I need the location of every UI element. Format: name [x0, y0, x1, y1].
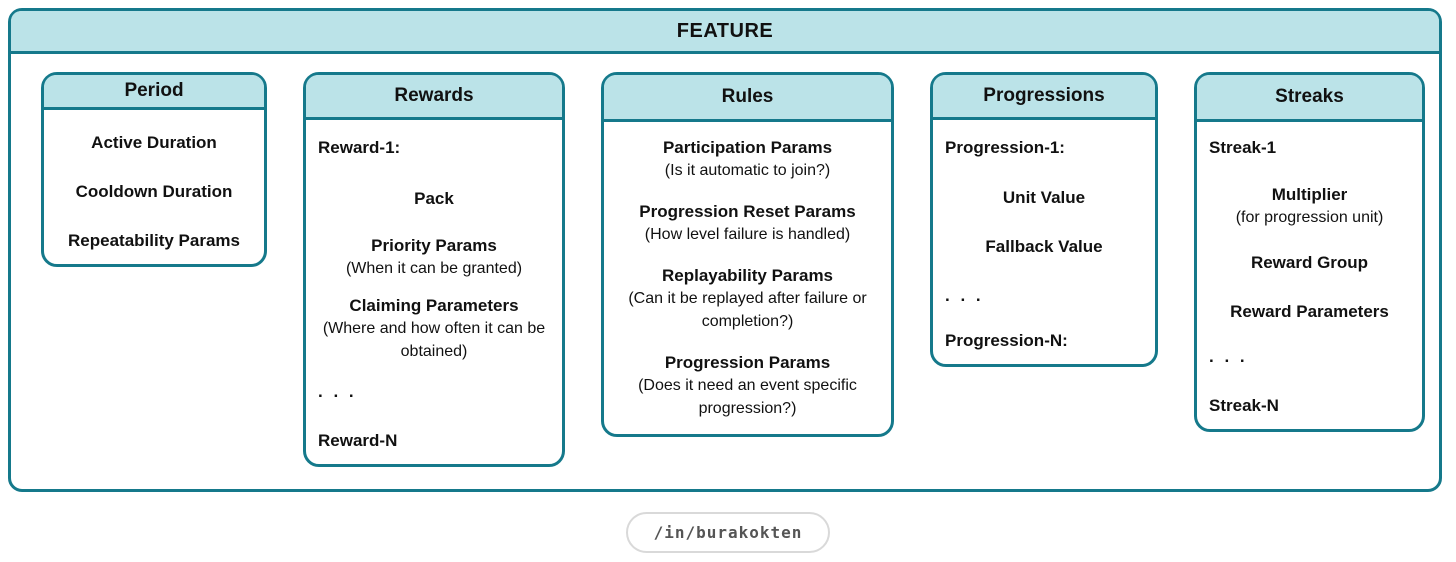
streaks-item: Multiplier: [1271, 185, 1348, 204]
footer: /in/burakokten: [0, 512, 1456, 553]
card-progressions: Progressions Progression-1: Unit Value F…: [930, 72, 1158, 367]
progressions-item: Progression-N:: [945, 331, 1068, 350]
feature-title: FEATURE: [11, 11, 1439, 54]
rewards-item: Claiming Parameters: [349, 296, 519, 315]
progressions-item: Fallback Value: [985, 237, 1103, 256]
streaks-item: Streak-N: [1209, 396, 1279, 415]
period-item: Repeatability Params: [68, 231, 240, 250]
rewards-ellipsis: . . .: [318, 382, 357, 401]
streaks-item: Streak-1: [1209, 138, 1277, 157]
card-rewards-title: Rewards: [306, 75, 562, 120]
card-streaks: Streaks Streak-1 Multiplier (for progres…: [1194, 72, 1425, 432]
progressions-ellipsis: . . .: [945, 286, 984, 305]
card-period: Period Active Duration Cooldown Duration…: [41, 72, 267, 267]
linkedin-handle-badge[interactable]: /in/burakokten: [625, 512, 831, 553]
card-streaks-body: Streak-1 Multiplier (for progression uni…: [1197, 122, 1422, 429]
card-rules-body: Participation Params (Is it automatic to…: [604, 122, 891, 434]
card-rules: Rules Participation Params (Is it automa…: [601, 72, 894, 437]
rules-item: Progression Reset Params: [639, 202, 856, 221]
streaks-ellipsis: . . .: [1209, 347, 1248, 366]
rewards-item-note: (Where and how often it can be obtained): [322, 320, 546, 360]
progressions-item: Unit Value: [1002, 188, 1086, 207]
rules-item: Progression Params: [664, 353, 831, 372]
rules-item-note: (Can it be replayed after failure or com…: [628, 290, 867, 330]
progressions-item: Progression-1:: [945, 138, 1065, 157]
rules-item-note: (Is it automatic to join?): [664, 162, 831, 179]
rules-item-note: (How level failure is handled): [644, 226, 851, 243]
card-streaks-title: Streaks: [1197, 75, 1422, 122]
card-period-body: Active Duration Cooldown Duration Repeat…: [44, 110, 264, 264]
rewards-item: Reward-N: [318, 431, 398, 450]
period-item: Active Duration: [91, 133, 217, 152]
card-rewards: Rewards Reward-1: Pack Priority Params (…: [303, 72, 565, 467]
rewards-item: Reward-1:: [318, 138, 401, 157]
card-progressions-title: Progressions: [933, 75, 1155, 120]
rules-item: Participation Params: [662, 138, 833, 157]
card-rules-title: Rules: [604, 75, 891, 122]
rewards-item: Pack: [414, 189, 454, 208]
streaks-item: Reward Group: [1250, 253, 1369, 272]
card-period-title: Period: [44, 75, 264, 110]
rewards-item: Priority Params: [371, 236, 497, 255]
period-item: Cooldown Duration: [75, 182, 233, 201]
rules-item-note: (Does it need an event specific progress…: [638, 377, 857, 417]
streaks-item-note: (for progression unit): [1235, 209, 1384, 226]
card-rewards-body: Reward-1: Pack Priority Params (When it …: [306, 120, 562, 464]
rewards-item-note: (When it can be granted): [345, 260, 523, 277]
feature-body: Period Active Duration Cooldown Duration…: [11, 54, 1439, 489]
rules-item: Replayability Params: [661, 266, 834, 285]
feature-box: FEATURE Period Active Duration Cooldown …: [8, 8, 1442, 492]
streaks-item: Reward Parameters: [1230, 302, 1389, 321]
card-progressions-body: Progression-1: Unit Value Fallback Value…: [933, 120, 1155, 364]
